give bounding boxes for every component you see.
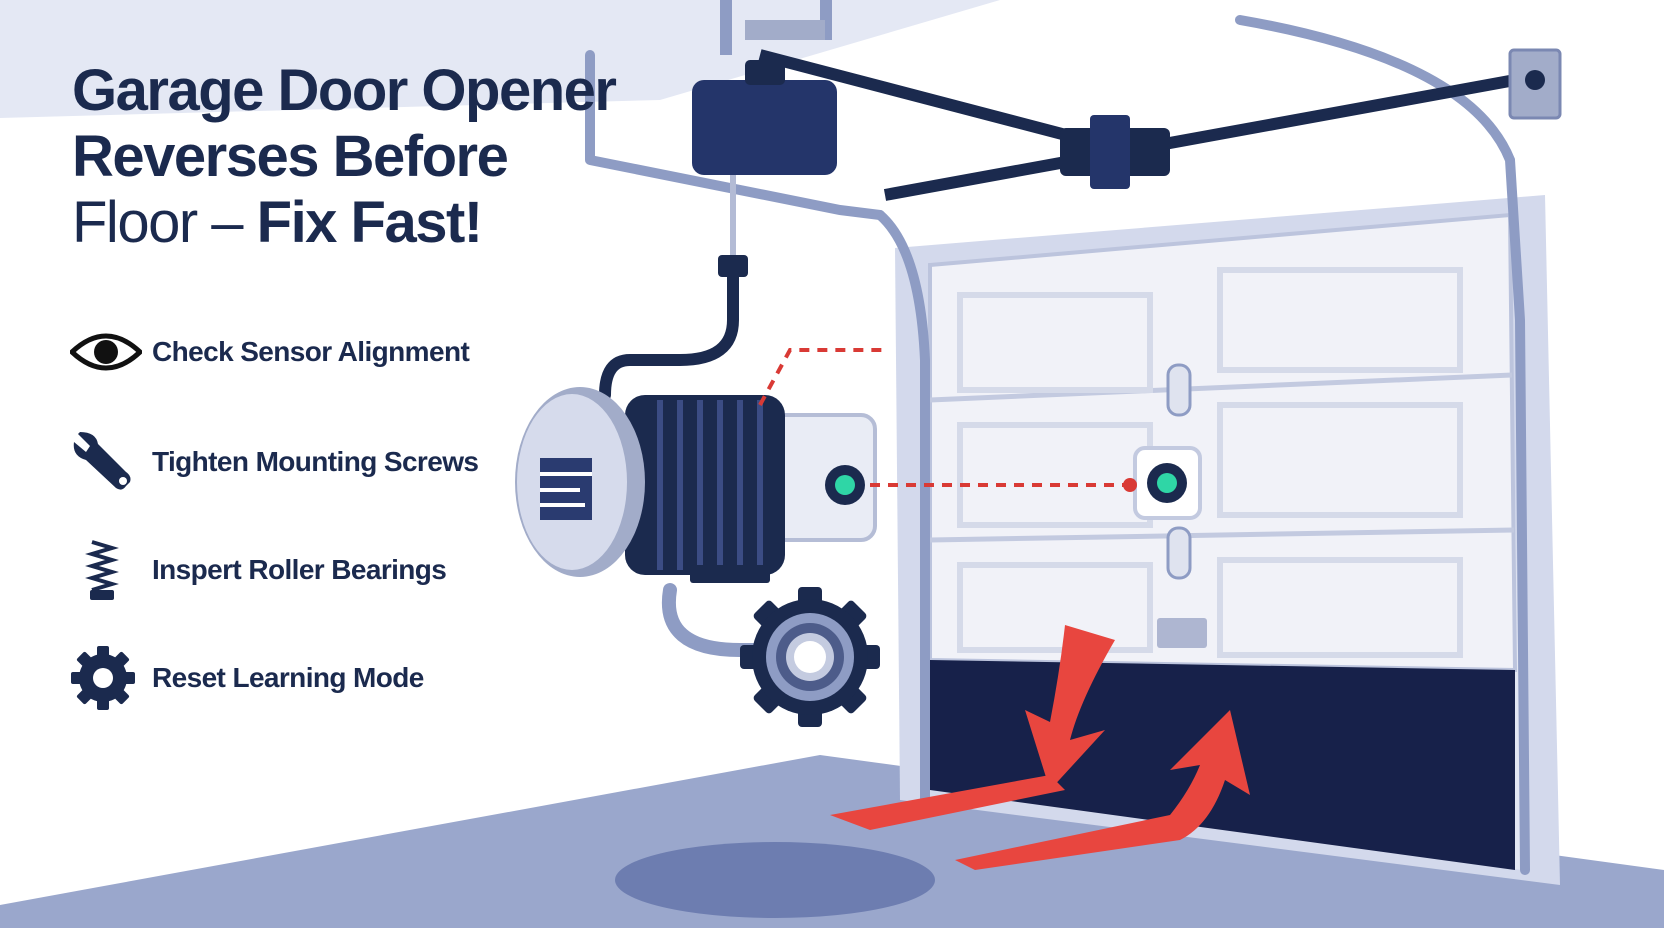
floor-stain xyxy=(615,842,935,918)
title-line-3-bold: Fix Fast! xyxy=(256,190,484,255)
tip-item-bearings: Inspert Roller Bearings xyxy=(70,538,540,602)
page-title: Garage Door Opener Reverses Before Floor… xyxy=(72,58,672,256)
wrench-icon xyxy=(70,430,146,494)
drive-gear xyxy=(740,587,880,727)
tip-label: Reset Learning Mode xyxy=(152,662,424,693)
tip-label: Inspert Roller Bearings xyxy=(152,554,447,585)
tip-item-sensor: Check Sensor Alignment xyxy=(70,320,540,384)
motor-cable xyxy=(599,259,739,401)
eye-icon xyxy=(70,320,146,384)
floor xyxy=(0,755,1664,928)
tip-label: Check Sensor Alignment xyxy=(152,336,470,367)
title-line-1: Garage Door Opener xyxy=(72,58,617,123)
reverse-arrows xyxy=(830,625,1250,870)
motor xyxy=(515,387,877,657)
sensor-beam xyxy=(758,348,1130,487)
door-tracks xyxy=(585,15,1530,875)
spring-icon xyxy=(70,538,146,602)
garage-door xyxy=(928,212,1518,673)
tip-item-screws: Tighten Mounting Screws xyxy=(70,430,540,494)
opener-rail xyxy=(758,48,1562,201)
title-line-3: Floor – Fix Fast! xyxy=(72,190,672,256)
tip-item-reset: Reset Learning Mode xyxy=(70,646,540,710)
title-line-3-normal: Floor – xyxy=(72,190,257,255)
opener-head xyxy=(692,0,837,265)
title-line-2: Reverses Before xyxy=(72,124,509,189)
door-sensor xyxy=(1133,446,1202,520)
gear-icon xyxy=(70,646,146,710)
tip-label: Tighten Mounting Screws xyxy=(152,446,479,477)
